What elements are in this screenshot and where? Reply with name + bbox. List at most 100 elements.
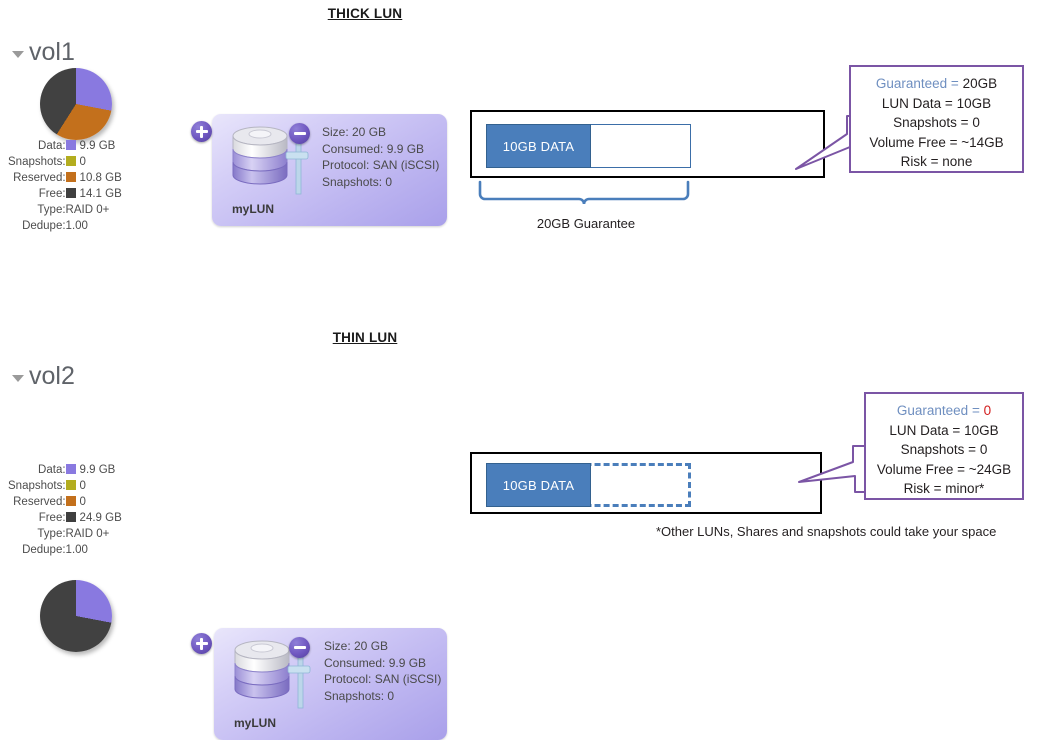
- legend-row: Data: 9.9 GB: [8, 462, 122, 478]
- lun-name: myLUN: [234, 716, 277, 730]
- minus-icon[interactable]: [289, 637, 310, 658]
- legend-row: Snapshots: 0: [8, 478, 122, 494]
- lun-size: Size: 20 GB: [322, 125, 387, 139]
- callout-pointer-thin: [798, 445, 865, 493]
- add-icon[interactable]: [191, 633, 212, 654]
- callout-line: Volume Free = ~14GB: [869, 134, 1004, 150]
- pie-slices: [40, 68, 112, 140]
- legend-swatch: [65, 480, 76, 490]
- legend-row: Data: 9.9 GB: [8, 138, 122, 154]
- lun-card-thin[interactable]: Size: 20 GB Consumed: 9.9 GB Protocol: S…: [191, 628, 447, 740]
- volume-capacity-box-thick: 10GB DATA: [470, 110, 825, 178]
- legend-row: Dedupe: 1.00: [8, 218, 122, 234]
- legend-label: Type:: [37, 528, 66, 540]
- lun-metadata: Size: 20 GB Consumed: 9.9 GB Protocol: S…: [322, 124, 439, 190]
- legend-value: 0: [65, 154, 122, 170]
- legend-row: Reserved: 0: [8, 494, 122, 510]
- volume-legend-vol1: Data: 9.9 GB Snapshots: 0 Reserved: 10.8…: [8, 138, 158, 234]
- legend-value: 9.9 GB: [65, 138, 122, 154]
- callout-line: Volume Free = ~24GB: [876, 461, 1012, 477]
- legend-swatch: [65, 512, 76, 522]
- callout-value: 0: [983, 403, 992, 418]
- lun-protocol: Protocol: SAN (iSCSI): [322, 158, 440, 172]
- pie-slices: [40, 580, 112, 652]
- legend-value: 9.9 GB: [65, 462, 122, 478]
- legend-value: 10.8 GB: [65, 170, 122, 186]
- legend-value: 1.00: [65, 544, 88, 556]
- callout-line: Guaranteed = 20GB: [851, 74, 1022, 94]
- legend-label: Data:: [38, 140, 66, 152]
- callout-thick: Guaranteed = 20GB LUN Data = 10GB Snapsh…: [849, 65, 1024, 173]
- legend-value: 1.00: [65, 220, 88, 232]
- callout-thin: Guaranteed = 0 LUN Data = 10GB Snapshots…: [864, 392, 1024, 500]
- volume-pie-chart-vol2: [40, 580, 116, 656]
- lun-metadata: Size: 20 GB Consumed: 9.9 GB Protocol: S…: [324, 638, 441, 704]
- volume-legend-vol2: Data: 9.9 GB Snapshots: 0 Reserved: 0 Fr…: [8, 462, 158, 558]
- lun-protocol: Protocol: SAN (iSCSI): [324, 672, 442, 686]
- volume-name: vol1: [29, 38, 75, 66]
- legend-row: Dedupe: 1.00: [8, 542, 122, 558]
- legend-value: 14.1 GB: [65, 186, 122, 202]
- lun-size: Size: 20 GB: [324, 639, 389, 653]
- minus-icon[interactable]: [289, 123, 310, 144]
- callout-line: Risk = minor*: [903, 481, 985, 496]
- legend-label: Snapshots:: [8, 156, 66, 168]
- legend-row: Free: 24.9 GB: [8, 510, 122, 526]
- legend-value: 24.9 GB: [65, 510, 122, 526]
- lun-consumed: Consumed: 9.9 GB: [324, 655, 427, 670]
- lun-data-block: 10GB DATA: [486, 463, 591, 507]
- legend-row: Snapshots: 0: [8, 154, 122, 170]
- volume-pie-chart-vol1: [40, 68, 116, 144]
- legend-label: Free:: [38, 512, 66, 524]
- callout-line: Snapshots = 0: [900, 442, 988, 457]
- chevron-down-icon[interactable]: [12, 51, 24, 58]
- lun-data-label: 10GB DATA: [502, 477, 575, 493]
- volume-header-vol1[interactable]: vol1: [12, 40, 75, 65]
- callout-line: Snapshots = 0: [893, 115, 980, 130]
- callout-line: LUN Data = 10GB: [889, 422, 999, 438]
- legend-label: Data:: [38, 464, 66, 476]
- legend-value: 0: [65, 494, 122, 510]
- volume-name: vol2: [29, 362, 75, 390]
- legend-swatch: [65, 156, 76, 166]
- callout-value: 20GB: [962, 76, 998, 91]
- legend-label: Dedupe:: [22, 544, 66, 556]
- section-title-thin: THIN LUN: [332, 330, 398, 345]
- add-icon[interactable]: [191, 121, 212, 142]
- footnote: *Other LUNs, Shares and snapshots could …: [656, 524, 997, 539]
- callout-line: Guaranteed = 0: [866, 401, 1022, 421]
- legend-label: Reserved:: [13, 172, 66, 184]
- legend-label: Reserved:: [13, 496, 66, 508]
- legend-swatch: [65, 496, 76, 506]
- lun-snapshots: Snapshots: 0: [322, 174, 393, 189]
- callout-line: LUN Data = 10GB: [881, 95, 992, 111]
- legend-swatch: [65, 140, 76, 150]
- legend-label: Dedupe:: [22, 220, 66, 232]
- lun-snapshots: Snapshots: 0: [324, 688, 395, 703]
- legend-swatch: [65, 188, 76, 198]
- legend-row: Reserved: 10.8 GB: [8, 170, 122, 186]
- volume-capacity-box-thin: 10GB DATA: [470, 452, 822, 514]
- lun-data-block: 10GB DATA: [486, 124, 591, 168]
- lun-consumed: Consumed: 9.9 GB: [322, 141, 425, 156]
- chevron-down-icon[interactable]: [12, 375, 24, 382]
- legend-swatch: [65, 464, 76, 474]
- section-title-thick: THICK LUN: [327, 6, 403, 21]
- callout-line: Risk = none: [900, 154, 973, 169]
- legend-label: Type:: [37, 204, 66, 216]
- legend-value: RAID 0+: [65, 528, 110, 540]
- guarantee-label: 20GB Guarantee: [536, 216, 636, 231]
- lun-card-thick[interactable]: Size: 20 GB Consumed: 9.9 GB Protocol: S…: [191, 114, 447, 226]
- database-icon: [232, 123, 309, 195]
- volume-header-vol2[interactable]: vol2: [12, 364, 75, 389]
- guarantee-brace: [478, 180, 690, 205]
- legend-value: 0: [65, 478, 122, 494]
- legend-row: Type: RAID 0+: [8, 202, 122, 218]
- legend-row: Free: 14.1 GB: [8, 186, 122, 202]
- legend-value: RAID 0+: [65, 204, 110, 216]
- legend-label: Snapshots:: [8, 480, 66, 492]
- legend-swatch: [65, 172, 76, 182]
- legend-row: Type: RAID 0+: [8, 526, 122, 542]
- lun-data-label: 10GB DATA: [502, 138, 575, 154]
- callout-key: Guaranteed =: [896, 403, 984, 418]
